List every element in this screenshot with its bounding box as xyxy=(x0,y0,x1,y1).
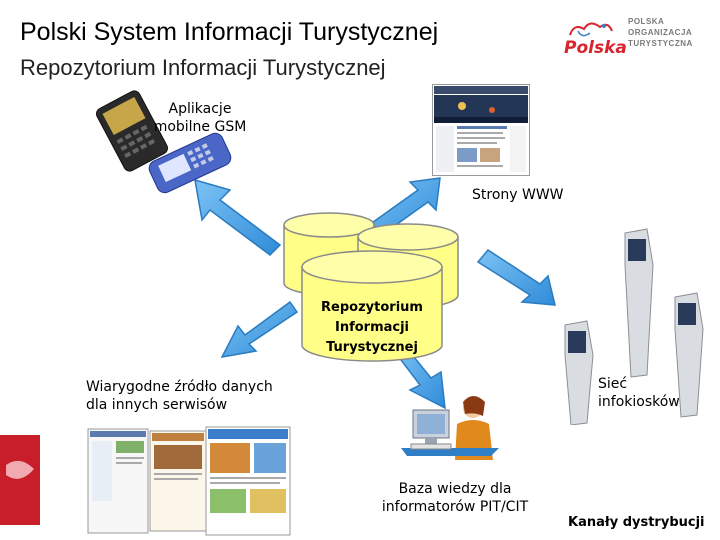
kiosk-icon xyxy=(674,292,704,418)
information-officer-image xyxy=(401,396,499,460)
database-cylinder-front xyxy=(301,250,443,362)
infokiosks-image xyxy=(564,228,704,425)
computer-icon xyxy=(401,409,499,456)
page-title: Polski System Informacji Turystycznej xyxy=(20,18,439,46)
arrow-mobile xyxy=(194,178,282,256)
logo-organization-name: POLSKA ORGANIZACJA TURYSTYCZNA xyxy=(628,17,693,48)
logo-wordmark: Polska xyxy=(564,38,627,58)
reliable-source-label: Wiarygodne źródło danych dla innych serw… xyxy=(86,379,273,413)
repository-databases xyxy=(283,212,459,362)
page-subtitle: Repozytorium Informacji Turystycznej xyxy=(20,55,386,80)
smartphone-icon xyxy=(95,90,169,172)
polska-logo: Polska xyxy=(564,22,627,58)
mobile-label: Aplikacje mobilne GSM xyxy=(153,101,247,135)
arrow-kiosks xyxy=(476,249,556,306)
slider-phone-icon xyxy=(148,132,232,194)
kiosk-icon xyxy=(564,320,594,425)
website-screenshot-image xyxy=(432,84,530,176)
arrow-reliable-source xyxy=(220,300,299,359)
kiosks-label: Sieć infokiosków xyxy=(598,376,680,410)
www-label: Strony WWW xyxy=(472,187,564,203)
partner-websites-image xyxy=(0,426,291,536)
kiosk-icon xyxy=(624,228,654,378)
knowledge-base-label: Baza wiedzy dla informatorów PIT/CIT xyxy=(381,481,529,515)
distribution-channels-label: Kanały dystrybucji xyxy=(568,515,705,530)
mobile-phones-image xyxy=(95,90,232,194)
repository-label: Repozytorium Informacji Turystycznej xyxy=(321,300,423,355)
